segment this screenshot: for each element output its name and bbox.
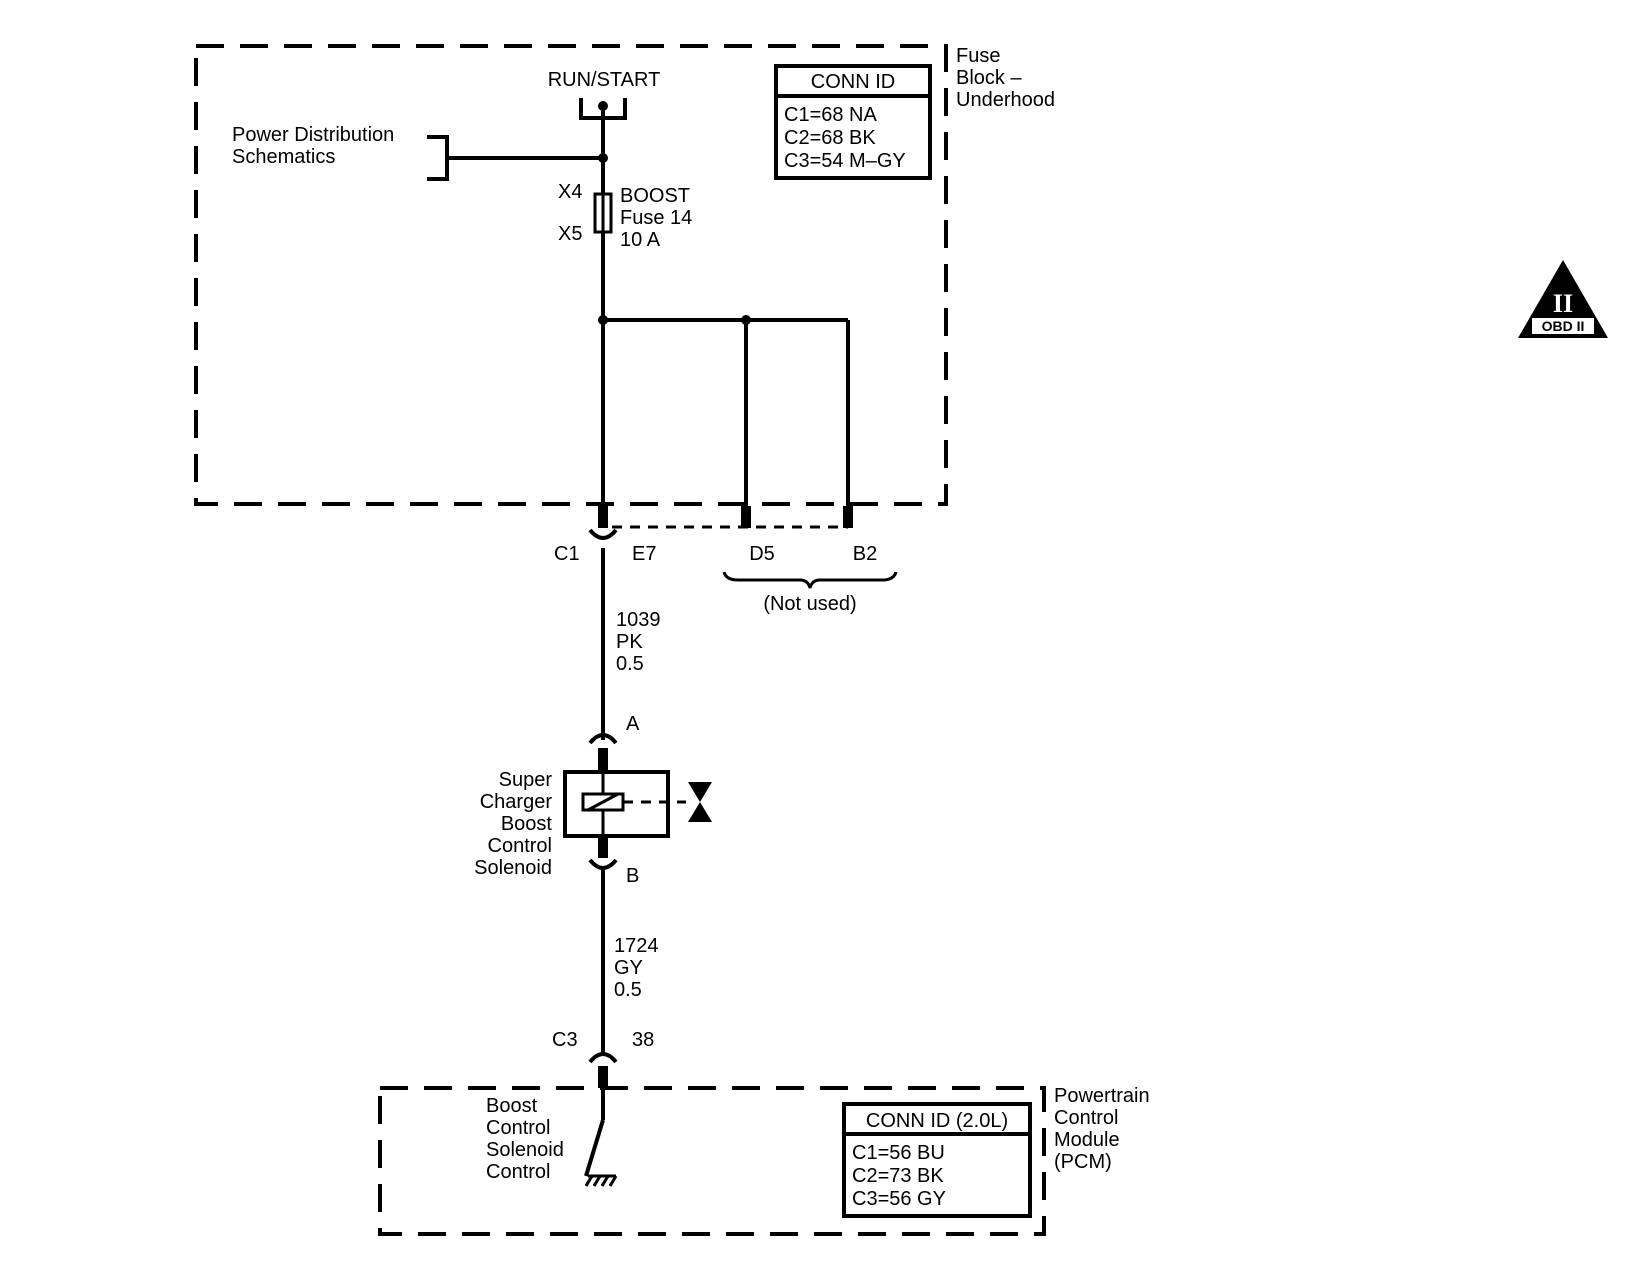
solenoid-label-line-3: Boost: [501, 813, 553, 835]
obd-label: OBD II: [1542, 318, 1585, 334]
connector-c1-label: C1: [554, 543, 580, 565]
obd-roman-numeral: II: [1553, 289, 1573, 318]
connector-c1-cavity: [588, 528, 618, 540]
wire-2-gauge: 0.5: [614, 979, 642, 1001]
pcm-boundary: [378, 1086, 1046, 1236]
not-used-brace: [722, 571, 898, 589]
solenoid-label-line-5: Solenoid: [474, 857, 552, 879]
connector-c3-label: C3: [552, 1029, 578, 1051]
run-start-label: RUN/START: [548, 69, 661, 91]
fuse-block-label-line-3: Underhood: [956, 89, 1055, 111]
power-dist-bracket: [427, 135, 449, 181]
conn-id-title: CONN ID: [811, 71, 895, 93]
pcm-label-line-1: Powertrain: [1054, 1085, 1150, 1107]
power-dist-label-line-1: Power Distribution: [232, 124, 394, 146]
pcm-control-label-line-3: Solenoid: [486, 1139, 564, 1161]
pcm-label-line-3: Module: [1054, 1129, 1120, 1151]
pcm-label-line-4: (PCM): [1054, 1151, 1112, 1173]
fuse-block-label-line-1: Fuse: [956, 45, 1000, 67]
conn-id-row: C1=68 NA: [784, 104, 877, 126]
wire-1-circuit: 1039: [616, 609, 661, 631]
pcm-conn-id-row: C1=56 BU: [852, 1142, 945, 1164]
pcm-label-line-2: Control: [1054, 1107, 1118, 1129]
fuse-rating: 10 A: [620, 229, 661, 251]
not-used-label: (Not used): [763, 593, 856, 615]
wire-2-circuit: 1724: [614, 935, 659, 957]
pcm-conn-id-row: C2=73 BK: [852, 1165, 944, 1187]
fuse-terminal-x5: X5: [558, 223, 582, 245]
fuse-terminal-x4: X4: [558, 181, 582, 203]
solenoid-label-line-2: Charger: [480, 791, 553, 813]
valve-icon: [688, 782, 712, 822]
wire-1-gauge: 0.5: [616, 653, 644, 675]
obd-ii-badge: II OBD II: [1518, 260, 1608, 338]
fuse-block-underhood: Fuse Block – Underhood CONN ID C1=68 NA …: [194, 44, 1055, 512]
pcm-control-label-line-1: Boost: [486, 1095, 538, 1117]
pin-38-label: 38: [632, 1029, 654, 1051]
connector-c3-cavity: [588, 1052, 618, 1064]
pcm-control-label-line-4: Control: [486, 1161, 550, 1183]
fuse-block-label-line-2: Block –: [956, 67, 1022, 89]
pin-a-label: A: [626, 713, 640, 735]
solenoid-body: [563, 770, 670, 838]
fuse-block-boundary: [194, 44, 948, 506]
wire-2-color: GY: [614, 957, 643, 979]
powertrain-control-module: C3 38 Powertrain Control Module (PCM) Bo…: [378, 1029, 1150, 1236]
pcm-conn-id-table: CONN ID (2.0L) C1=56 BU C2=73 BK C3=56 G…: [842, 1102, 1032, 1218]
supercharger-boost-control-solenoid: A B Super Charger Boost Control Solenoid: [474, 713, 712, 887]
switch-contact: [584, 1119, 605, 1177]
solenoid-label-line-4: Control: [488, 835, 552, 857]
conn-id-row: C3=54 M–GY: [784, 150, 906, 172]
boost-fuse: X4 X5 BOOST Fuse 14 10 A: [558, 181, 692, 251]
ground-icon: [584, 1174, 618, 1187]
fuse-number: Fuse 14: [620, 207, 692, 229]
connector-a-cavity: [588, 733, 618, 745]
pcm-conn-id-title: CONN ID (2.0L): [866, 1110, 1008, 1132]
power-dist-label-line-2: Schematics: [232, 146, 335, 168]
connector-c1: C1 E7 D5 B2 (Not used): [554, 506, 898, 615]
fuse-block-conn-id-table: CONN ID C1=68 NA C2=68 BK C3=54 M–GY: [774, 64, 932, 180]
pin-b2-label: B2: [853, 543, 877, 565]
solenoid-label-line-1: Super: [499, 769, 553, 791]
wire-1-color: PK: [616, 631, 643, 653]
pin-b-label: B: [626, 865, 639, 887]
fuse-name: BOOST: [620, 185, 690, 207]
pin-d5-label: D5: [749, 543, 775, 565]
conn-id-row: C2=68 BK: [784, 127, 876, 149]
pin-e7-label: E7: [632, 543, 656, 565]
pcm-control-label-line-2: Control: [486, 1117, 550, 1139]
pcm-conn-id-row: C3=56 GY: [852, 1188, 946, 1210]
